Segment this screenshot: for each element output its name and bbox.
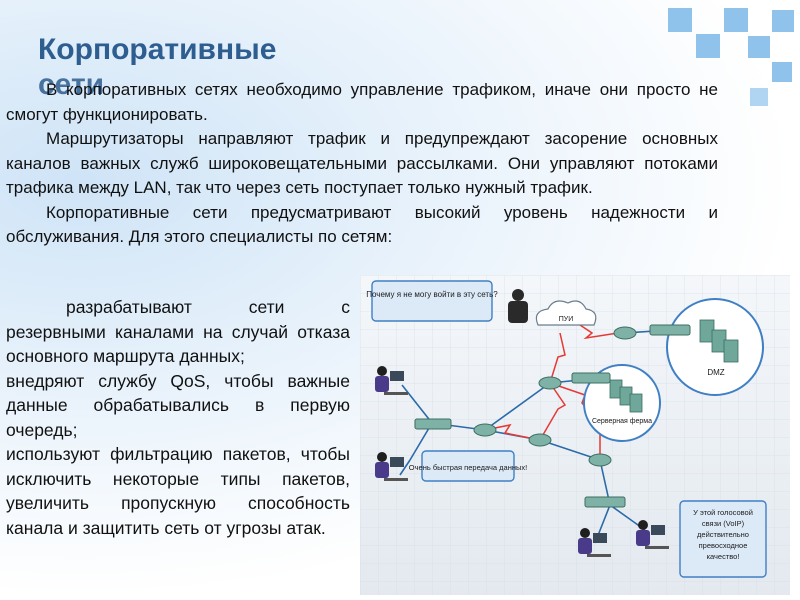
bullet-item-1: разрабатывают сети с резервными каналами… xyxy=(0,295,350,369)
bullet-text-3: используют фильтрацию пакетов, чтобы иск… xyxy=(6,444,350,538)
switch-icon xyxy=(649,324,691,336)
title-line-1: Корпоративные xyxy=(38,33,277,66)
dmz-servers xyxy=(699,319,739,363)
router-icon xyxy=(588,453,612,467)
switch-icon xyxy=(571,372,611,384)
bullet-item-2: внедряют службу QoS, чтобы важные данные… xyxy=(0,369,350,443)
callout-voip-text: У этой голосовой связи (VoIP) действител… xyxy=(693,508,753,561)
cloud-icon xyxy=(535,300,597,326)
user-workstation-icon xyxy=(375,452,408,481)
router-icon xyxy=(528,433,552,447)
callout-fast: Очень быстрая передача данных! xyxy=(409,450,527,482)
bullet-item-3: используют фильтрацию пакетов, чтобы иск… xyxy=(0,442,350,540)
farm-servers xyxy=(609,379,643,413)
bullet-list: разрабатывают сети с резервными каналами… xyxy=(0,295,350,540)
decor-square xyxy=(772,62,792,82)
user-workstation-icon xyxy=(375,366,408,395)
user-workstation-icon xyxy=(636,520,669,549)
decor-square xyxy=(750,88,768,106)
decor-square xyxy=(748,36,770,58)
decor-square xyxy=(724,8,748,32)
router-icon xyxy=(613,326,637,340)
user-workstation-icon xyxy=(578,528,611,557)
callout-fast-text: Очень быстрая передача данных! xyxy=(409,463,527,472)
svg-text:Почему я не могу войти в эту с: Почему я не могу войти в эту сеть? xyxy=(366,290,498,299)
bullet-text-2: внедряют службу QoS, чтобы важные данные… xyxy=(6,370,350,440)
switch-icon xyxy=(584,496,626,508)
switch-icon xyxy=(414,418,452,430)
callout-why-text: Почему я не могу войти в эту сеть? xyxy=(366,290,498,299)
hacker-icon xyxy=(508,289,528,323)
callout-voip: У этой голосовой связи (VoIP) действител… xyxy=(679,500,767,578)
dmz-label: DMZ xyxy=(707,368,724,377)
paragraph-1: В корпоративных сетях необходимо управле… xyxy=(6,80,718,124)
router-icon xyxy=(473,423,497,437)
slide-title: Корпоративные сети xyxy=(38,30,338,105)
network-diagram: DMZ Серверная ферма ПУИ xyxy=(360,275,790,595)
svg-text:Очень быстрая передача данных!: Очень быстрая передача данных! xyxy=(409,463,527,472)
decor-square xyxy=(668,8,692,32)
decor-square xyxy=(772,10,794,32)
server-farm-label-text: Серверная ферма xyxy=(592,418,652,425)
router-icon xyxy=(538,376,562,390)
paragraph-2: Маршрутизаторы направляют трафик и преду… xyxy=(6,129,718,197)
bullet-text-1: разрабатывают сети с резервными каналами… xyxy=(6,297,350,366)
body-text: В корпоративных сетях необходимо управле… xyxy=(6,78,718,250)
title-line-2: сети xyxy=(38,67,105,101)
decor-square xyxy=(696,34,720,58)
cloud-label: ПУИ xyxy=(559,316,574,323)
paragraph-3: Корпоративные сети предусматривают высок… xyxy=(6,202,718,247)
callout-why: Почему я не могу войти в эту сеть? xyxy=(366,280,498,322)
server-farm-label: Серверная ферма xyxy=(592,418,652,425)
